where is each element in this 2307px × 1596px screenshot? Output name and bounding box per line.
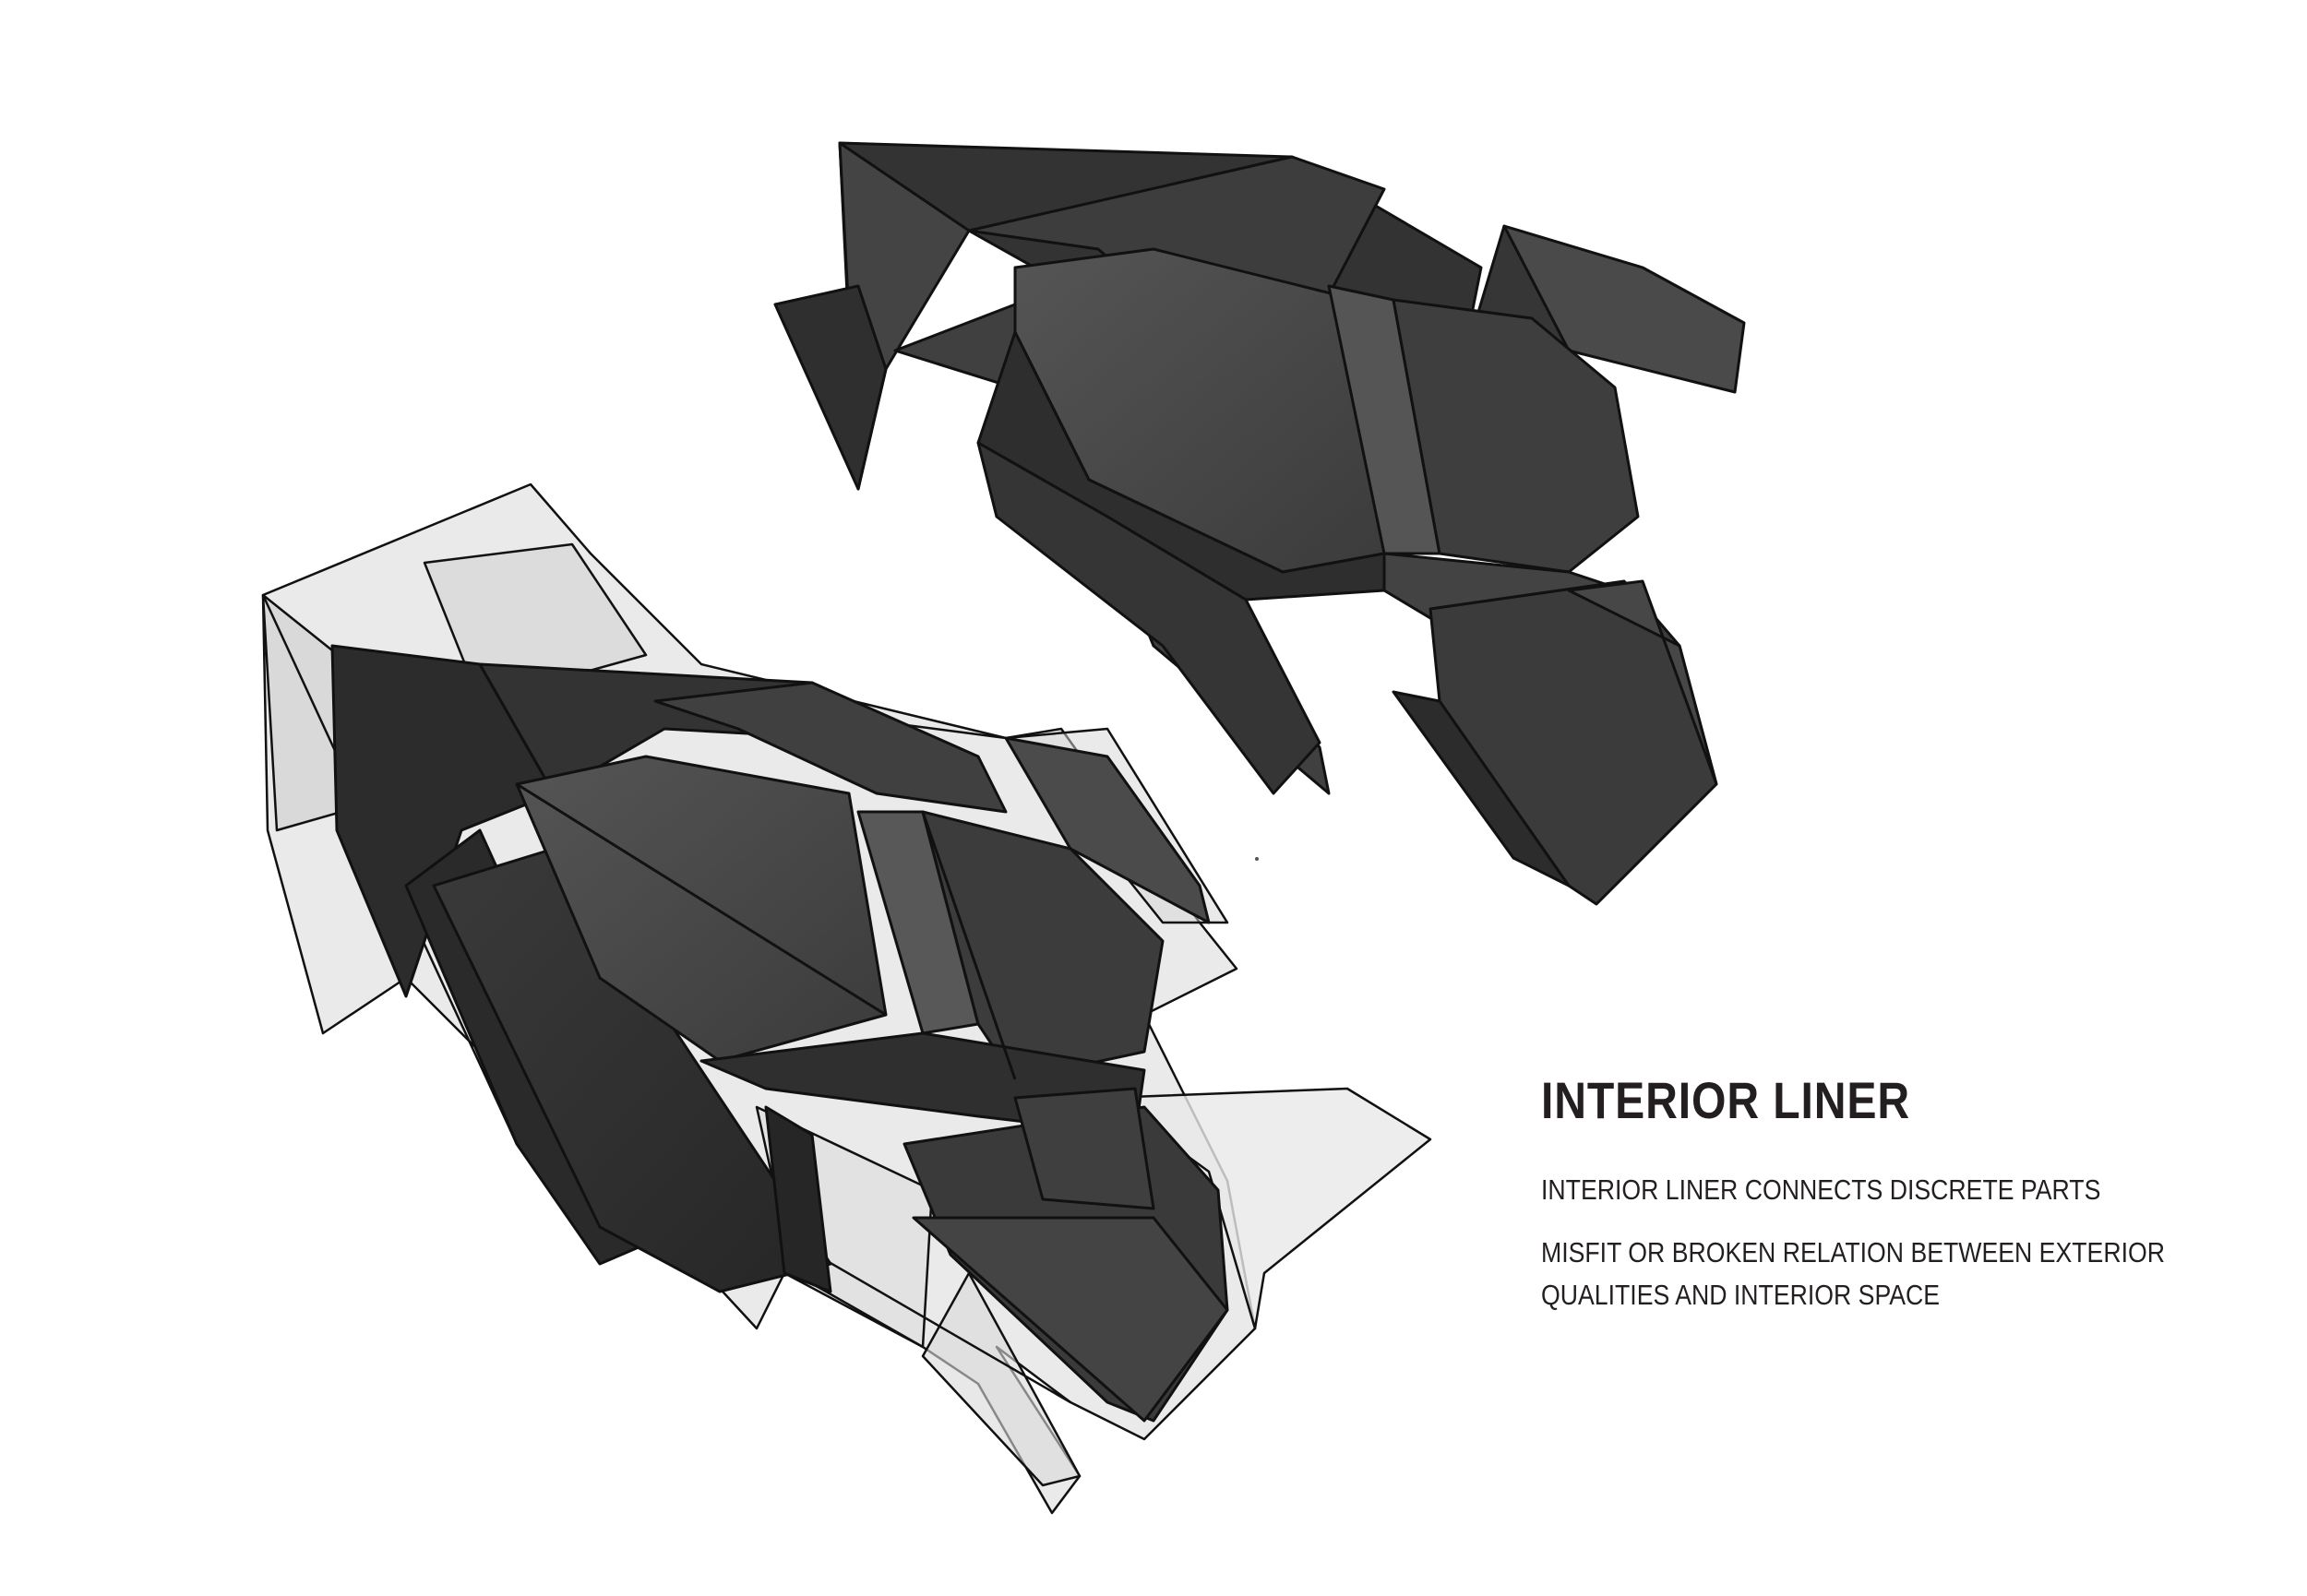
mass-facet [1428, 579, 1718, 906]
liner-facet [653, 681, 1008, 814]
caption-block: INTERIOR LINER INTERIOR LINER CONNECTS D… [1541, 1070, 2261, 1337]
mass-facet [1392, 298, 1640, 574]
stray-dot [1255, 857, 1259, 861]
liner-facet [1013, 1087, 1155, 1210]
shell-facet [921, 1271, 1082, 1487]
mass-facet [976, 441, 1321, 795]
liner-facet [912, 1216, 1229, 1423]
mass-facet [773, 284, 888, 491]
liner-facet [764, 1105, 832, 1293]
mass-facet [1567, 579, 1718, 786]
liner-facet [432, 847, 832, 1293]
shell-wing [1106, 1087, 1432, 1330]
caption-line: QUALITIES AND INTERIOR SPACE [1541, 1279, 1941, 1311]
mass-facet [1392, 690, 1571, 887]
shell-facet [423, 542, 648, 703]
liner-edge [921, 811, 1017, 1080]
liner-facet [1004, 736, 1211, 924]
liner-edge [516, 782, 887, 1017]
solid-interior-mass [773, 141, 1746, 906]
caption-title: INTERIOR LINER [1541, 1071, 1911, 1129]
interior-liner [330, 644, 1229, 1423]
liner-facet [921, 810, 1165, 1081]
caption-line: MISFIT OR BROKEN RELATION BETWEEN EXTERI… [1541, 1236, 2165, 1268]
caption-line: INTERIOR LINER CONNECTS DISCRETE PARTS [1541, 1173, 2101, 1206]
